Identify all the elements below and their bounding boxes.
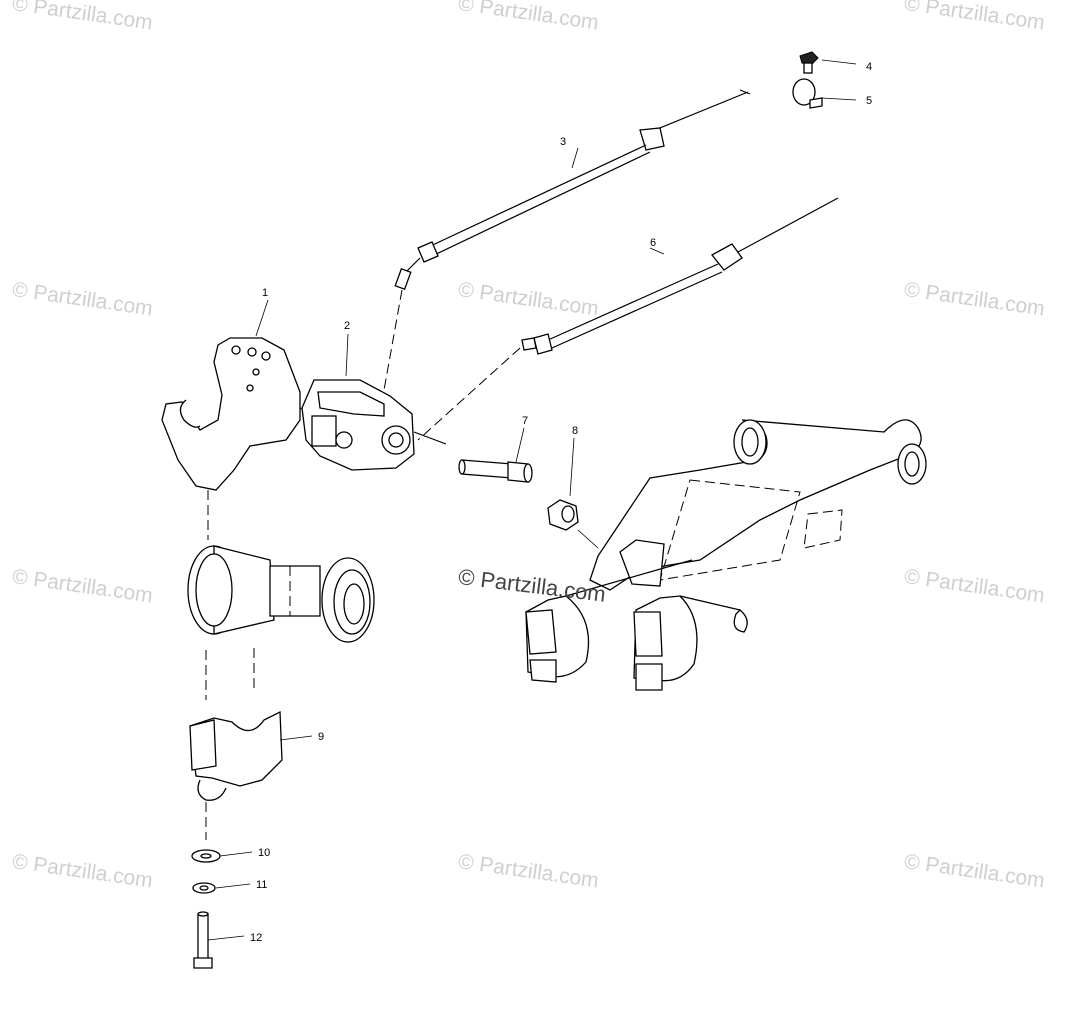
callout-1: 1 (262, 287, 268, 299)
part-11-lock-washer[interactable] (192, 882, 216, 894)
part-7-shaft-pin[interactable] (458, 459, 533, 483)
callout-3: 3 (560, 136, 566, 148)
callout-5: 5 (866, 95, 872, 107)
part-2-brake-caliper[interactable] (301, 379, 447, 471)
callout-6: 6 (650, 237, 656, 249)
callout-11: 11 (256, 879, 267, 891)
axle-bearing-housing[interactable] (187, 545, 375, 643)
callout-12: 12 (250, 932, 262, 944)
swing-arm-frame[interactable] (525, 419, 927, 691)
part-8-nut[interactable] (547, 499, 579, 531)
part-4-screw[interactable] (799, 51, 819, 74)
callout-9: 9 (318, 731, 324, 743)
part-12-bolt[interactable] (193, 911, 213, 969)
part-10-washer[interactable] (191, 849, 221, 863)
part-9-bearing-cap[interactable] (189, 710, 283, 801)
callout-4: 4 (866, 61, 872, 73)
callout-8: 8 (572, 425, 578, 437)
part-3-brake-cable[interactable] (394, 89, 751, 291)
part-6-brake-cable[interactable] (521, 197, 839, 355)
part-5-clamp[interactable] (792, 78, 823, 109)
callout-10: 10 (258, 847, 270, 859)
callout-2: 2 (344, 320, 350, 332)
callout-7: 7 (522, 415, 528, 427)
